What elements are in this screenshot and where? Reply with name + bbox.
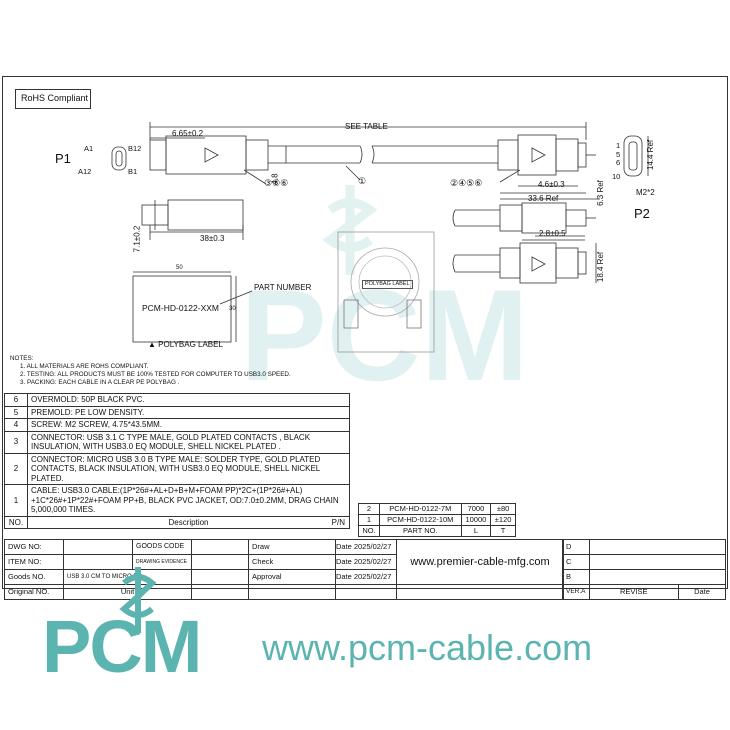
pin-p2-5: 5 xyxy=(616,150,621,159)
dim-33-6: 33.6 Ref xyxy=(528,194,559,203)
pin-p2-10: 10 xyxy=(612,172,621,181)
notes-block: NOTES: 1. ALL MATERIALS ARE ROHS COMPLIA… xyxy=(10,355,291,387)
pin-a12: A12 xyxy=(78,167,92,176)
dim-2-8: 2.8±0.5 xyxy=(539,229,566,238)
see-table-label: SEE TABLE xyxy=(345,122,388,131)
pin-b12: B12 xyxy=(128,144,142,153)
photo-label: POLYBAG LABEL xyxy=(362,280,413,289)
website-url: www.premier-cable-mfg.com xyxy=(396,539,564,585)
part-number-callout: PART NUMBER xyxy=(254,283,312,292)
dim-6-3: 6.3 Ref xyxy=(595,180,605,206)
dim-7-1: 7.1±0.2 xyxy=(132,225,142,253)
screw-note: M2*2 xyxy=(636,188,655,197)
bom-header-pn: P/N xyxy=(331,517,345,527)
p2-label: P2 xyxy=(634,206,650,221)
watermark-cable-icon xyxy=(322,185,378,275)
dim-top: 6.65±0.2 xyxy=(172,129,204,138)
label-height: 30 xyxy=(229,306,236,312)
watermark-logo: PCM xyxy=(240,262,529,408)
rohs-label: RoHS Compliant xyxy=(21,93,89,103)
note-2: 2. TESTING: ALL PRODUCTS MUST BE 100% TE… xyxy=(20,371,291,378)
dim-4-6: 4.6±0.3 xyxy=(538,180,565,189)
notes-title: NOTES: xyxy=(10,355,34,362)
polybag-callout: ▲ POLYBAG LABEL xyxy=(148,340,223,349)
label-width: 50 xyxy=(176,265,183,271)
callout-right: ②④⑤⑥ xyxy=(450,178,483,188)
callout-left: ③⑤⑥ xyxy=(264,178,289,188)
pin-p2-6: 6 xyxy=(616,158,621,167)
dim-38: 38±0.3 xyxy=(200,234,225,243)
pcm-cable-logo-icon xyxy=(119,567,157,633)
note-1: 1. ALL MATERIALS ARE ROHS COMPLIANT. xyxy=(20,363,149,370)
callout-mid: ① xyxy=(358,176,367,186)
note-3: 3. PACKING: EACH CABLE IN A CLEAR PE POL… xyxy=(20,379,180,386)
pin-b1: B1 xyxy=(128,167,138,176)
rohs-box xyxy=(15,89,91,109)
pin-p2-1: 1 xyxy=(616,141,621,150)
footer-logo: PCM xyxy=(42,605,202,688)
footer-url[interactable]: www.pcm-cable.com xyxy=(262,627,593,668)
bom-header-desc: Description xyxy=(168,517,209,527)
dim-14-4: 14.4 Ref xyxy=(646,139,656,171)
label-part-text: PCM-HD-0122-XXM xyxy=(142,303,219,313)
pin-a1: A1 xyxy=(84,144,94,153)
p1-label: P1 xyxy=(55,151,71,166)
dim-18-4: 18.4 Ref xyxy=(596,251,606,283)
